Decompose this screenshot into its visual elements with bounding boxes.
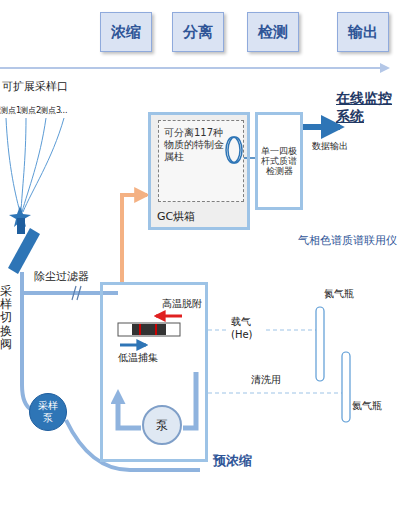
stage-box: 浓缩 [100, 12, 152, 52]
cylinder-label: 氦气瓶 [352, 400, 382, 413]
trap-label: 低温捕集 [118, 352, 158, 365]
port-label: 测点1 [0, 106, 21, 116]
flow-arrow [0, 67, 388, 69]
node-text: 输出 [348, 23, 378, 41]
cylinder-label: 氮气瓶 [324, 288, 354, 301]
connector [122, 195, 147, 282]
monitor-label: 在线监控系统 [336, 90, 396, 125]
stage-box: 输出 [337, 12, 389, 52]
output-label: 数据输出 [312, 141, 348, 152]
sample-pump: 采样泵 [29, 393, 67, 431]
node-text: 可分离117种物质的特制金属柱 [164, 127, 226, 163]
port-title: 可扩展采样口 [2, 80, 68, 94]
desorb-label: 高温脱附 [162, 298, 202, 311]
pump-loop [118, 395, 141, 428]
gc-oven: GC烘箱 可分离117种物质的特制金属柱 [148, 112, 250, 230]
node-text: 检测 [258, 23, 288, 41]
output-arrow [303, 124, 340, 130]
trap-arrow [120, 344, 146, 347]
stage-box: 分离 [172, 12, 224, 52]
stage-box: 检测 [247, 12, 299, 52]
carrier-gas-label: 载气 (He) [230, 316, 266, 341]
port-label: 测点3 [40, 106, 61, 116]
trap [118, 323, 180, 336]
metal-column: 可分离117种物质的特制金属柱 [158, 120, 244, 202]
node-text: 泵 [156, 418, 168, 432]
filter-label: 除尘过滤器 [34, 270, 89, 284]
desorb-arrow [156, 315, 182, 318]
column-ground [158, 120, 244, 202]
port-label: 测点2 [20, 106, 41, 116]
oven-ground [148, 112, 250, 230]
gas-line [266, 330, 316, 331]
gas-cylinder [316, 307, 324, 381]
node-text: 分离 [183, 23, 213, 41]
node-text: 浓缩 [111, 23, 141, 41]
ms-detector: 单一四极杆式质谱检测器 [255, 112, 303, 210]
port-label: ... [60, 106, 68, 116]
gas-cylinder [342, 352, 350, 422]
filter-mark [72, 286, 81, 300]
valve-label: 采样切换阀 [0, 285, 12, 351]
pump-circle: 泵 [142, 405, 182, 445]
switch-valve [8, 206, 40, 274]
purge-label: 清洗用 [250, 374, 282, 387]
node-text: 采样泵 [37, 400, 59, 424]
node-text: 预浓缩 [213, 453, 252, 469]
column-coil [228, 137, 242, 163]
node-text: GC烘箱 [157, 210, 195, 223]
gas-line [208, 393, 342, 394]
sampling-lines [6, 118, 64, 212]
pump-loop [183, 372, 196, 428]
gas-line [208, 330, 228, 331]
node-text: 单一四极杆式质谱检测器 [261, 146, 297, 177]
instrument-label: 气相色谱质谱联用仪 [298, 234, 397, 248]
